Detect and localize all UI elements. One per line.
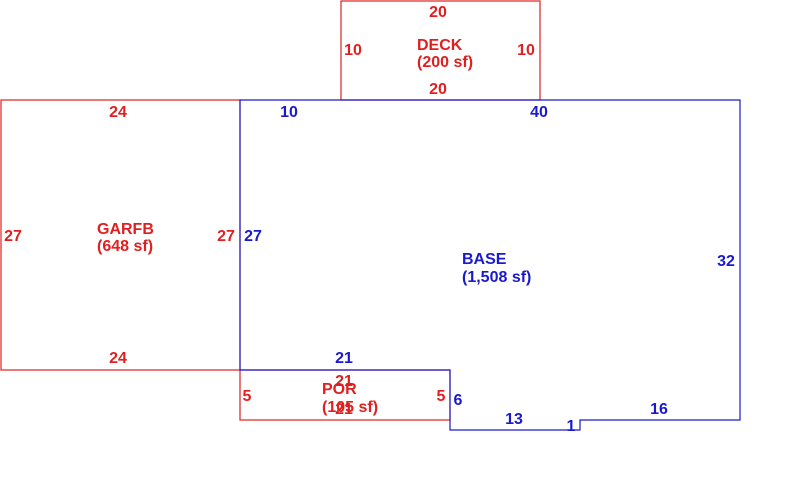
garfb-dim-right: 27 — [217, 228, 235, 245]
base-dim-bottom-right: 16 — [650, 401, 668, 418]
base-dim-top: 40 — [530, 104, 548, 121]
deck-area-label: (200 sf) — [417, 54, 473, 71]
deck-dim-top: 20 — [429, 4, 447, 21]
deck-name-label: DECK — [417, 37, 463, 54]
por-name-label: POR — [322, 381, 357, 398]
deck-dim-right: 10 — [517, 42, 535, 59]
por-dim-bottom: 21 — [335, 401, 353, 418]
garfb-dim-left: 27 — [4, 228, 22, 245]
garfb-area-label: (648 sf) — [97, 238, 153, 255]
garfb-name-label: GARFB — [97, 221, 154, 238]
deck-dim-bottom: 20 — [429, 81, 447, 98]
base-dim-top-left: 10 — [280, 104, 298, 121]
base-dim-right: 32 — [717, 253, 735, 270]
base-dim-bottom-mid: 13 — [505, 411, 523, 428]
por-dim-top: 21 — [335, 373, 353, 390]
por-area-label: (105 sf) — [322, 399, 378, 416]
base-name-label: BASE — [462, 251, 507, 268]
base-outline — [239, 99, 741, 431]
por-dim-right: 5 — [437, 388, 446, 405]
deck-area: 20 10 10 20 DECK (200 sf) — [340, 0, 541, 101]
base-area: 10 40 27 32 21 6 13 1 16 BASE (1,508 sf) — [239, 99, 741, 435]
garfb-dim-bottom: 24 — [109, 350, 127, 367]
garfb-dim-top: 24 — [109, 104, 127, 121]
deck-dim-left: 10 — [344, 42, 362, 59]
base-dim-notch: 1 — [567, 418, 576, 435]
base-dim-step-side: 6 — [454, 392, 463, 409]
base-dim-left: 27 — [244, 228, 262, 245]
base-area-label: (1,508 sf) — [462, 269, 531, 286]
base-dim-inner-top: 21 — [335, 350, 353, 367]
por-dim-left: 5 — [243, 388, 252, 405]
